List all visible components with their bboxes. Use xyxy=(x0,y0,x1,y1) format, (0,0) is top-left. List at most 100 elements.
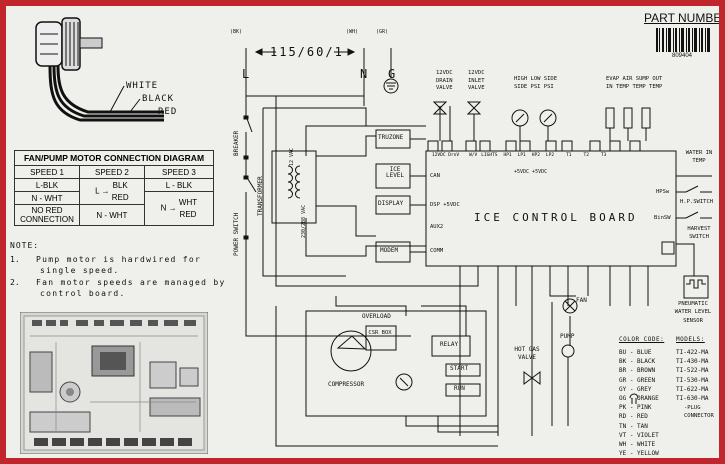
sensor-5v-label: +5VDC +5VDC xyxy=(514,169,548,175)
power-g-tag: (GR) xyxy=(376,29,389,35)
speed1-line: L-BLK xyxy=(14,178,80,192)
run-label: RUN xyxy=(454,385,465,392)
main-schematic xyxy=(243,48,712,447)
part-number-label: PART NUMBER xyxy=(644,11,719,25)
power-switch-label: POWER SWITCH xyxy=(233,212,240,256)
volts-12-label: 12 VAC xyxy=(289,147,295,166)
models-title: MODELS: xyxy=(676,336,705,343)
volts-230-label: 230/208 VAC xyxy=(301,204,307,238)
pin-lp2: LP2 xyxy=(545,153,555,158)
models-list: TI-422-MA TI-430-MA TI-522-MA TI-530-MA … xyxy=(676,348,709,403)
fan-pump-connection-table: FAN/PUMP MOTOR CONNECTION DIAGRAM SPEED … xyxy=(14,150,215,226)
color-code-item: OG - ORANGE xyxy=(619,395,659,403)
pin-drain: 12VDC DrnV xyxy=(432,153,460,158)
pin-t1: T1 xyxy=(566,153,572,158)
color-code-item: BK - BLACK xyxy=(619,358,656,366)
speed3-top: WHT xyxy=(178,198,198,208)
csr-box-label: CSR BOX xyxy=(368,330,392,336)
pin-lights: LIGHTS xyxy=(481,153,498,158)
pin-lp1: LP1 xyxy=(517,153,526,158)
color-code-list: BU - BLUE BK - BLACK BR - BROWN GR - GRE… xyxy=(619,348,659,458)
model-item: TI-530-MA xyxy=(676,376,709,384)
compressor-label: COMPRESSOR xyxy=(328,381,365,388)
pin-t3: T3 xyxy=(600,153,607,158)
board-binsw: BinSW xyxy=(654,215,671,221)
pin-wv: W/V xyxy=(469,153,478,158)
pin-t2: T2 xyxy=(583,153,589,158)
plug-connector-label: -PLUG CONNECTOR xyxy=(684,405,714,420)
speed3-line: L - BLK xyxy=(143,178,215,192)
wire-label-white: WHITE xyxy=(126,81,159,91)
fan-motor-illustration xyxy=(35,17,164,122)
note-2-num: 2. xyxy=(10,278,20,287)
control-board-photo xyxy=(20,312,208,454)
line-l: L xyxy=(242,67,250,81)
fan-label: FAN xyxy=(576,297,587,304)
line-g: G xyxy=(388,67,396,81)
color-code-item: BR - BROWN xyxy=(619,367,656,375)
part-number-code: 809404 xyxy=(672,53,693,59)
overload-label: OVERLOAD xyxy=(362,313,391,320)
note-2-line2: control board. xyxy=(40,289,126,298)
water-in-temp-label: WATER IN TEMP xyxy=(685,150,713,164)
drain-valve-label: 12VDC DRAIN VALVE xyxy=(436,70,453,92)
color-code-title: COLOR CODE: xyxy=(619,336,665,343)
header-speed-3: SPEED 3 xyxy=(143,165,215,179)
color-code-item: GR - GREEN xyxy=(619,376,656,384)
model-item: TI-422-MA xyxy=(676,349,709,356)
pressure-labels: HIGH LOW SIDE SIDE PSI PSI xyxy=(514,76,558,90)
hot-gas-valve-label: HOT GAS VALVE xyxy=(514,346,540,362)
hp-switch-label: H.P.SWITCH xyxy=(680,199,714,205)
display-label: DISPLAY xyxy=(378,200,404,207)
pneumatic-sensor-label: PNEUMATIC WATER LEVEL SENSOR xyxy=(674,301,712,324)
color-code-item: VT - VIOLET xyxy=(619,431,659,439)
speed2-top: BLK xyxy=(112,181,128,191)
board-aux2: AUX2 xyxy=(430,224,444,230)
board-dsp: DSP +5VDC xyxy=(430,202,460,208)
line-n: N xyxy=(360,67,368,81)
ice-level-label: ICE LEVEL xyxy=(385,166,405,179)
color-code-item: WH - WHITE xyxy=(619,441,656,449)
harvest-switch-label: HARVEST SWITCH xyxy=(687,226,711,240)
color-code-item: RD - RED xyxy=(619,413,648,421)
note-1-num: 1. xyxy=(10,255,20,264)
speed1-no-red: NO RED CONNECTION xyxy=(14,204,80,226)
header-speed-2: SPEED 2 xyxy=(79,165,145,179)
color-code-item: YE - YELLOW xyxy=(619,450,659,458)
speed3-bottom: RED xyxy=(179,209,197,219)
speed2-arrow: L → xyxy=(95,186,110,196)
model-item: TI-630-MA xyxy=(676,395,709,403)
power-n-tag: (WH) xyxy=(346,29,359,35)
wiring-diagram-sheet: WHITE BLACK RED FAN/PUMP MOTOR CONNECTIO… xyxy=(6,6,719,458)
pin-hp1: HP1 xyxy=(503,153,512,158)
notes-title: NOTE: xyxy=(10,241,40,250)
relay-label: RELAY xyxy=(440,341,459,348)
speed3-arrow: N → xyxy=(160,203,177,213)
model-item: TI-522-MA xyxy=(676,367,709,375)
color-code-item: BU - BLUE xyxy=(619,349,652,356)
note-1-line2: single speed. xyxy=(40,266,120,275)
note-2-line1: Fan motor speeds are managed by xyxy=(36,278,226,287)
transformer-label: TRANSFORMER xyxy=(257,176,264,216)
note-1-line1: Pump motor is hardwired for xyxy=(36,255,202,264)
modem-label: MODEM xyxy=(380,247,399,254)
breaker-label: BREAKER xyxy=(233,130,240,156)
color-code-item: TN - TAN xyxy=(619,422,648,430)
speed2-bottom: RED xyxy=(111,192,129,202)
model-item: TI-430-MA xyxy=(676,358,709,366)
color-code-item: PK - PINK xyxy=(619,404,652,412)
speed1-neutral: N - WHT xyxy=(14,191,80,205)
temp-labels: EVAP AIR SUMP OUT IN TEMP TEMP TEMP xyxy=(606,76,663,90)
wire-label-black: BLACK xyxy=(142,94,175,104)
board-hpsw: HPSw xyxy=(656,189,670,195)
pin-hp2: HP2 xyxy=(531,153,540,158)
board-title: ICE CONTROL BOARD xyxy=(474,211,638,224)
speed2-neutral: N - WHT xyxy=(79,204,145,226)
board-can: CAN xyxy=(430,173,440,179)
pump-label: PUMP xyxy=(560,333,575,340)
power-rating: 115/60/1 xyxy=(270,45,344,59)
table-title: FAN/PUMP MOTOR CONNECTION DIAGRAM xyxy=(14,150,214,166)
header-speed-1: SPEED 1 xyxy=(14,165,80,179)
color-code-item: GY - GREY xyxy=(619,385,652,393)
inlet-valve-label: 12VDC INLET VALVE xyxy=(468,70,485,92)
